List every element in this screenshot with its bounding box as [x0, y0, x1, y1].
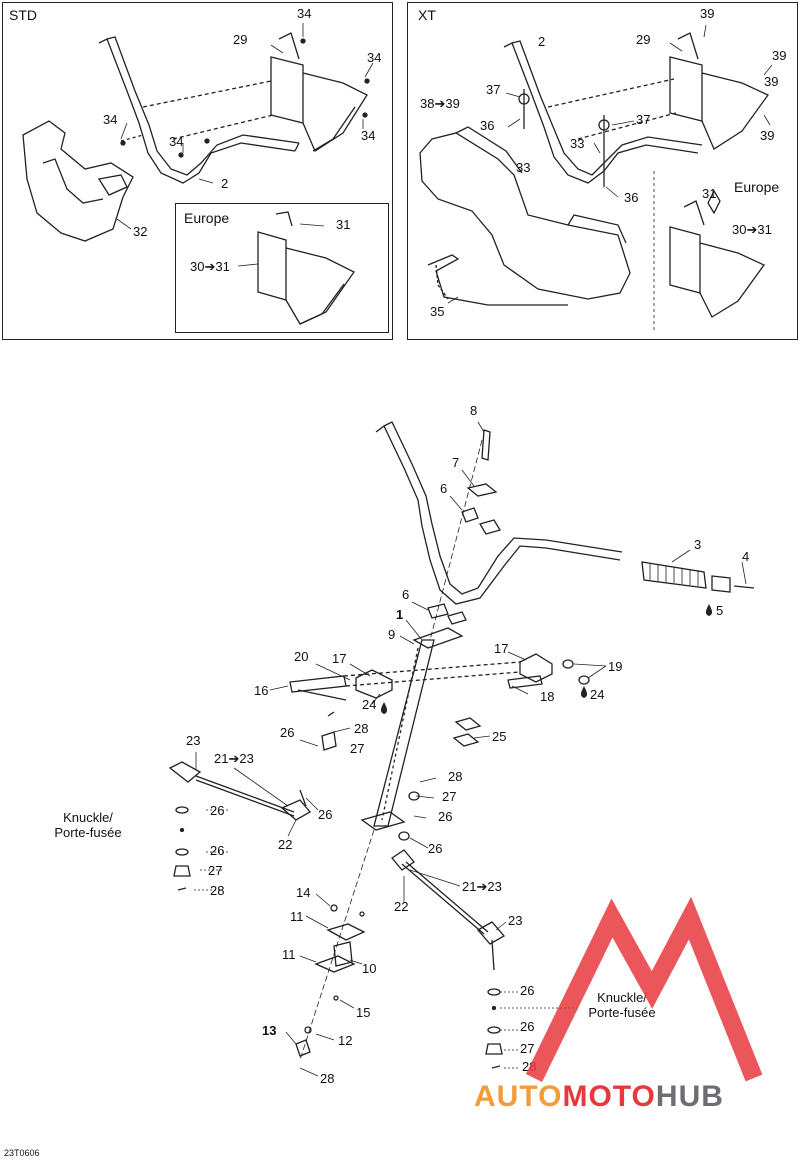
watermark-part-auto: AUTO: [474, 1080, 563, 1113]
callout-23: 23: [186, 733, 201, 748]
callout-24: 24: [362, 697, 377, 712]
callout-3: 3: [694, 537, 702, 552]
xt-europe-label: Europe: [734, 179, 780, 195]
callout-38-to-39: 38➔39: [420, 96, 460, 111]
callout-26: 26: [428, 841, 443, 856]
watermark-part-hub: HUB: [655, 1080, 724, 1113]
xt-handlebar-illustration: [419, 24, 773, 306]
callout-34: 34: [367, 50, 382, 65]
callout-22: 22: [278, 837, 293, 852]
callout-13: 13: [262, 1023, 277, 1038]
callout-27: 27: [350, 741, 365, 756]
callout-2: 2: [538, 34, 546, 49]
callout-32: 32: [133, 224, 148, 239]
xt-panel: XT: [407, 2, 798, 340]
callout-1: 1: [396, 607, 404, 622]
callout-17: 17: [494, 641, 509, 656]
callout-10: 10: [362, 961, 377, 976]
callout-26: 26: [520, 1019, 535, 1034]
callout-26: 26: [210, 843, 225, 858]
callout-28: 28: [320, 1071, 335, 1086]
callout-26: 26: [210, 803, 225, 818]
callout-18: 18: [540, 689, 555, 704]
callout-27: 27: [520, 1041, 535, 1056]
callout-34: 34: [361, 128, 376, 143]
callout-33: 33: [570, 136, 585, 151]
watermark-text: AUTOMOTOHUB: [474, 1080, 724, 1114]
callout-26: 26: [318, 807, 333, 822]
callout-28: 28: [448, 769, 463, 784]
callout-26: 26: [520, 983, 535, 998]
xt-panel-title: XT: [418, 7, 436, 23]
callout-9: 9: [388, 627, 396, 642]
callout-27: 27: [442, 789, 457, 804]
callout-31: 31: [702, 186, 717, 201]
callout-33: 33: [516, 160, 531, 175]
callout-39: 39: [772, 48, 787, 63]
callout-30-to-31: 30➔31: [190, 259, 230, 274]
callout-6: 6: [440, 481, 448, 496]
callout-7: 7: [452, 455, 460, 470]
callout-11: 11: [290, 909, 304, 924]
callout-35: 35: [430, 304, 445, 319]
callout-39: 39: [760, 128, 775, 143]
callout-36: 36: [624, 190, 639, 205]
callout-22: 22: [394, 899, 409, 914]
callout-12: 12: [338, 1033, 353, 1048]
callout-29: 29: [636, 32, 651, 47]
std-europe-label: Europe: [184, 210, 230, 226]
std-handlebar-illustration: [22, 23, 374, 242]
callout-28: 28: [354, 721, 369, 736]
callout-34: 34: [103, 112, 118, 127]
callout-19: 19: [608, 659, 623, 674]
callout-39: 39: [764, 74, 779, 89]
callout-29: 29: [233, 32, 248, 47]
knuckle-label-right: Knuckle/ Porte-fusée: [588, 990, 656, 1020]
callout-36: 36: [480, 118, 495, 133]
callout-37: 37: [636, 112, 651, 127]
callout-23: 23: [508, 913, 523, 928]
callout-28: 28: [210, 883, 225, 898]
callout-5: 5: [716, 603, 724, 618]
callout-6: 6: [402, 587, 410, 602]
std-europe-switch-illustration: [237, 211, 355, 325]
callout-2: 2: [221, 176, 229, 191]
callout-34: 34: [169, 134, 184, 149]
xt-europe-divider: [653, 171, 765, 333]
callout-27: 27: [208, 863, 223, 878]
callout-20: 20: [294, 649, 309, 664]
callout-14: 14: [296, 885, 311, 900]
callout-34: 34: [297, 6, 312, 21]
std-europe-subpanel: Europe 31 30➔31: [175, 203, 389, 333]
callout-24: 24: [590, 687, 605, 702]
callout-21-to-23: 21➔23: [214, 751, 254, 766]
callout-39: 39: [700, 6, 715, 21]
callout-26: 26: [280, 725, 295, 740]
std-panel: STD: [2, 2, 393, 340]
callout-21-to-23: 21➔23: [462, 879, 502, 894]
callout-25: 25: [492, 729, 507, 744]
callout-8: 8: [470, 403, 478, 418]
callout-17: 17: [332, 651, 347, 666]
diagram-code: 23T0606: [4, 1148, 40, 1158]
callout-16: 16: [254, 683, 269, 698]
callout-26: 26: [438, 809, 453, 824]
callout-4: 4: [742, 549, 750, 564]
watermark-part-moto: MOTO: [562, 1080, 656, 1113]
knuckle-label-left: Knuckle/ Porte-fusée: [54, 810, 122, 840]
callout-15: 15: [356, 1005, 371, 1020]
std-panel-title: STD: [9, 7, 37, 23]
callout-11: 11: [282, 947, 296, 962]
callout-30-to-31: 30➔31: [732, 222, 772, 237]
callout-31: 31: [336, 217, 351, 232]
callout-37: 37: [486, 82, 501, 97]
